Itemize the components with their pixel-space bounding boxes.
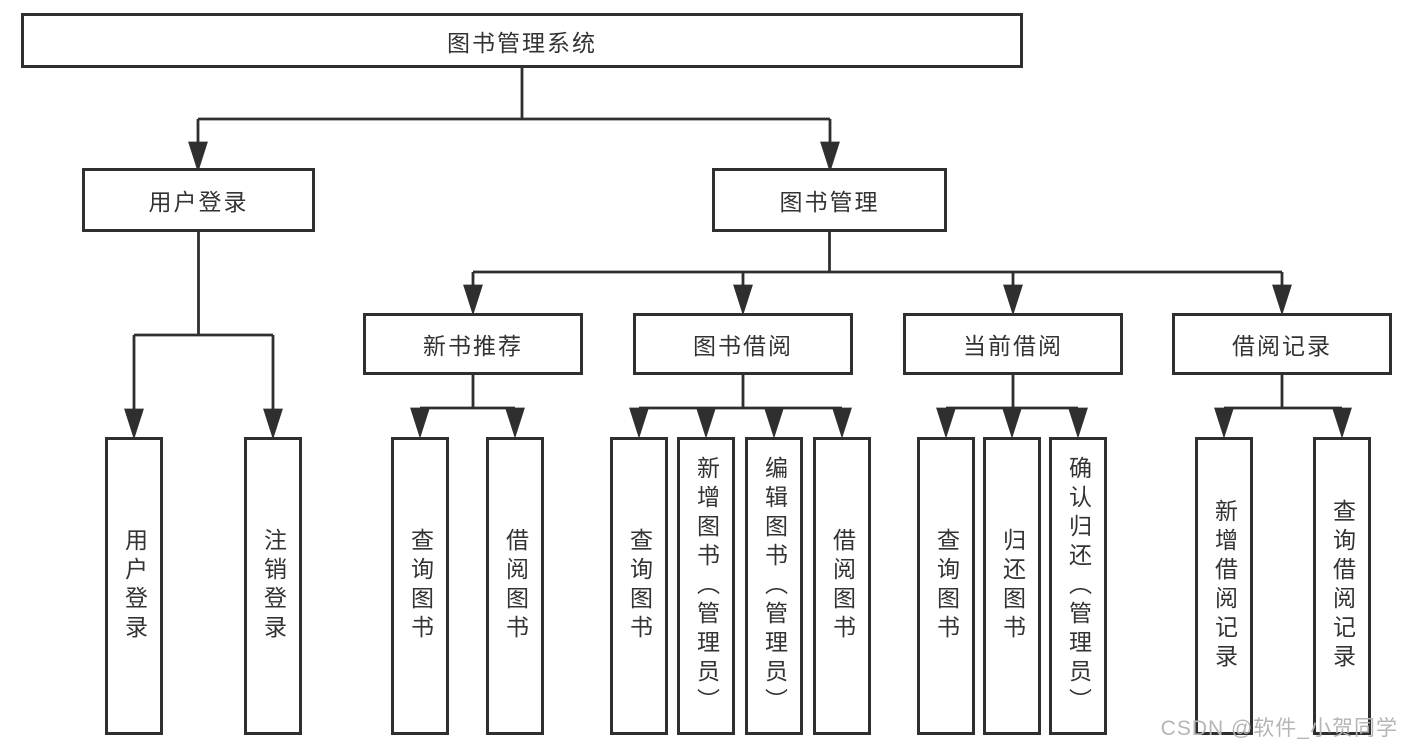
node-user-login: 用户登录 [82, 168, 315, 232]
leaf-logout: 注销登录 [244, 437, 302, 735]
leaf-rec-query-books: 查询图书 [391, 437, 449, 735]
node-new-book-rec: 新书推荐 [363, 313, 583, 375]
leaf-add-book-admin-label: 新增图书（管理员） [693, 455, 720, 717]
leaf-borrow-borrow-books-label: 借阅图书 [829, 528, 856, 644]
node-user-login-label: 用户登录 [148, 189, 249, 215]
leaf-query-borrow-record-label: 查询借阅记录 [1329, 499, 1356, 673]
connector-root-to-level2 [188, 68, 840, 173]
leaf-current-query-books-label: 查询图书 [933, 528, 960, 644]
leaf-return-books: 归还图书 [983, 437, 1041, 735]
node-book-mgmt: 图书管理 [712, 168, 947, 232]
leaf-confirm-return-admin: 确认归还（管理员） [1049, 437, 1107, 735]
node-book-borrow: 图书借阅 [633, 313, 853, 375]
leaf-edit-book-admin-label: 编辑图书（管理员） [761, 455, 788, 717]
node-book-borrow-label: 图书借阅 [693, 333, 793, 359]
leaf-rec-borrow-books-label: 借阅图书 [502, 528, 529, 644]
connector-borrow-records-to-leaves [1214, 375, 1352, 439]
node-root-label: 图书管理系统 [447, 29, 597, 56]
leaf-query-borrow-record: 查询借阅记录 [1313, 437, 1371, 735]
leaf-add-borrow-record: 新增借阅记录 [1195, 437, 1253, 735]
leaf-borrow-borrow-books: 借阅图书 [813, 437, 871, 735]
node-current-borrow-label: 当前借阅 [963, 333, 1063, 359]
leaf-borrow-query-books: 查询图书 [610, 437, 668, 735]
leaf-confirm-return-admin-label: 确认归还（管理员） [1065, 455, 1092, 717]
node-book-mgmt-label: 图书管理 [779, 189, 880, 215]
leaf-borrow-query-books-label: 查询图书 [626, 528, 653, 644]
connector-new-book-rec-to-leaves [410, 375, 525, 439]
leaf-edit-book-admin: 编辑图书（管理员） [745, 437, 803, 735]
node-root: 图书管理系统 [21, 13, 1023, 68]
watermark: CSDN @软件_小贺同学 [1160, 717, 1398, 740]
leaf-user-login-label: 用户登录 [121, 528, 148, 644]
leaf-logout-label: 注销登录 [260, 528, 287, 644]
leaf-current-query-books: 查询图书 [917, 437, 975, 735]
leaf-rec-borrow-books: 借阅图书 [486, 437, 544, 735]
leaf-rec-query-books-label: 查询图书 [407, 528, 434, 644]
leaf-add-borrow-record-label: 新增借阅记录 [1211, 499, 1238, 673]
leaf-return-books-label: 归还图书 [999, 528, 1026, 644]
node-borrow-records: 借阅记录 [1172, 313, 1392, 375]
node-new-book-rec-label: 新书推荐 [423, 333, 523, 359]
connector-book-mgmt-to-groups [463, 232, 1292, 316]
leaf-add-book-admin: 新增图书（管理员） [677, 437, 735, 735]
leaf-user-login: 用户登录 [105, 437, 163, 735]
connector-current-borrow-to-leaves [936, 375, 1088, 439]
connector-book-borrow-to-leaves [629, 375, 852, 439]
node-current-borrow: 当前借阅 [903, 313, 1123, 375]
node-borrow-records-label: 借阅记录 [1232, 333, 1332, 359]
connector-user-login-to-leaves [124, 232, 283, 440]
